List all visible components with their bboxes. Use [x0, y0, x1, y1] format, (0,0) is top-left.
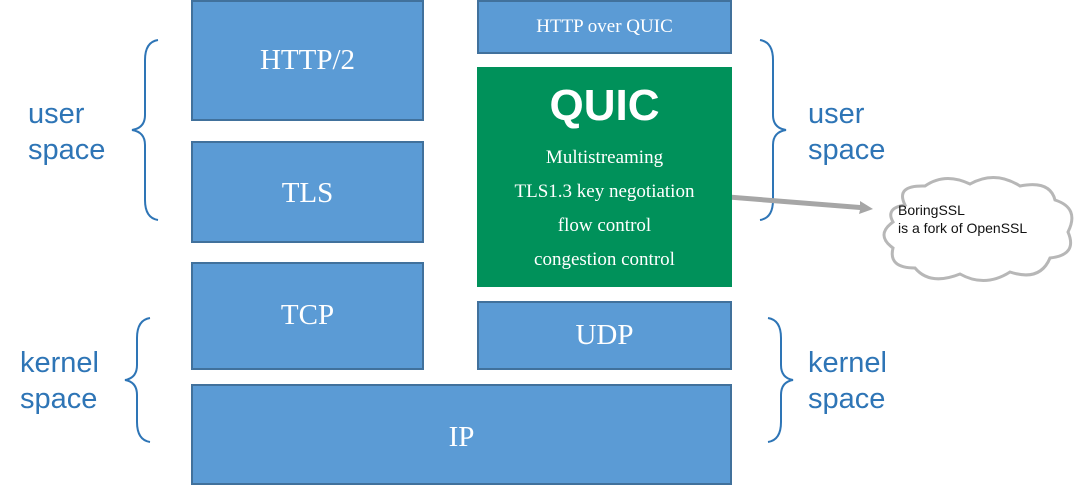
- http-over-quic-layer: HTTP over QUIC: [477, 0, 732, 54]
- tcp-layer: TCP: [191, 262, 424, 370]
- quic-feature: Multistreaming: [545, 147, 664, 168]
- brace-user-left: [131, 39, 159, 221]
- user-space-label-right: user space: [808, 98, 886, 166]
- http2-layer: HTTP/2: [191, 0, 424, 121]
- ip-label: IP: [448, 421, 475, 453]
- brace-kernel-right: [767, 317, 794, 443]
- tcp-label: TCP: [280, 299, 335, 331]
- arrow: [722, 194, 873, 214]
- kernel-space-label-right: kernel space: [808, 347, 887, 415]
- tls-layer: TLS: [191, 141, 424, 243]
- cloud-callout: BoringSSL is a fork of OpenSSL: [898, 201, 1027, 237]
- udp-layer: UDP: [477, 301, 732, 370]
- quic-feature: TLS1.3 key negotiation: [514, 181, 695, 202]
- callout-line-1: BoringSSL: [898, 202, 965, 218]
- brace-user-right: [759, 39, 787, 221]
- tls-label: TLS: [281, 177, 334, 209]
- quic-feature: flow control: [557, 215, 652, 236]
- quic-title: QUIC: [549, 81, 660, 130]
- udp-label: UDP: [575, 319, 634, 351]
- http-over-quic-label: HTTP over QUIC: [536, 16, 673, 37]
- cloud-shape: [882, 176, 1074, 282]
- kernel-space-label-left: kernel space: [20, 347, 99, 415]
- quic-feature: congestion control: [534, 249, 675, 270]
- user-space-label-left: user space: [28, 98, 106, 166]
- quic-layer: QUIC Multistreaming TLS1.3 key negotiati…: [477, 67, 732, 287]
- brace-kernel-left: [124, 317, 151, 443]
- callout-line-2: is a fork of OpenSSL: [898, 220, 1028, 236]
- ip-layer: IP: [191, 384, 732, 485]
- http2-label: HTTP/2: [259, 44, 356, 76]
